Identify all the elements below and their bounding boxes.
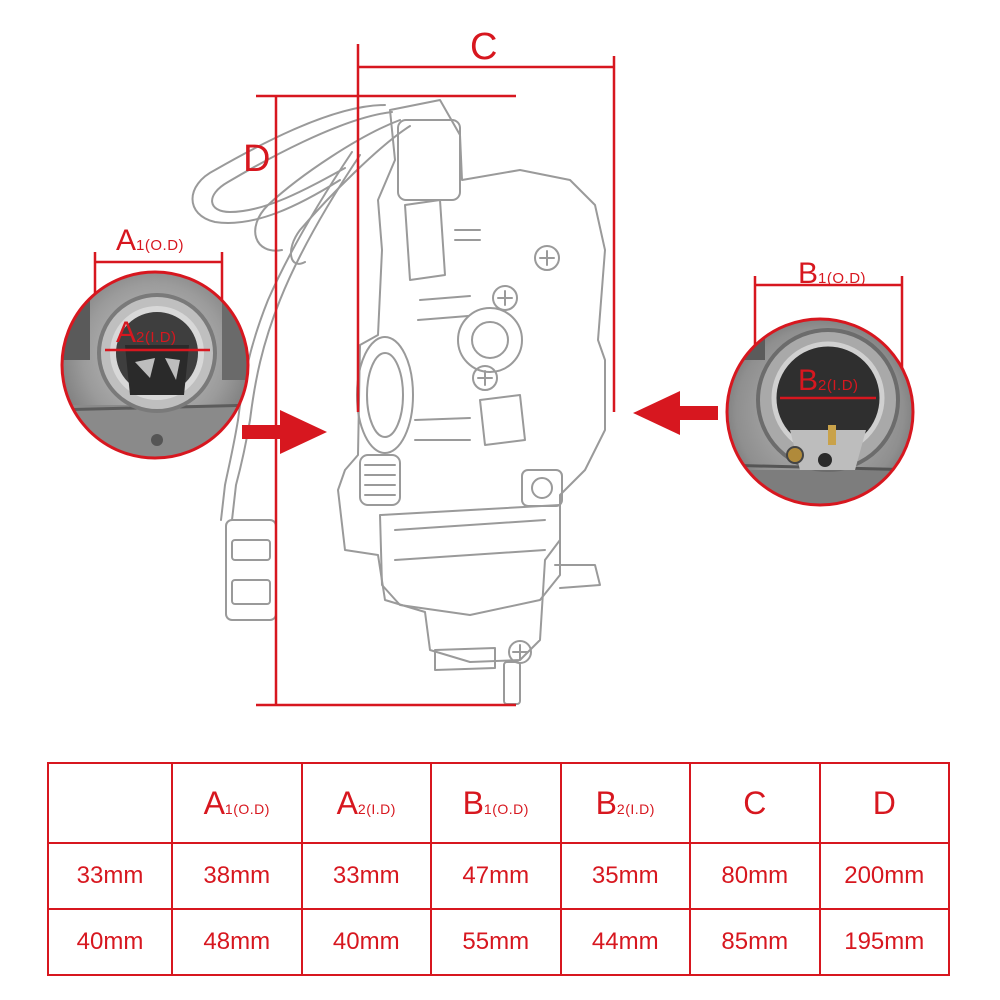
table-cell: 35mm — [559, 842, 691, 910]
carburetor-sketch — [191, 99, 606, 705]
table-cell: 200mm — [818, 842, 950, 910]
label-c: C — [470, 26, 498, 68]
label-a1: A1(O.D) — [116, 224, 185, 257]
label-d: D — [243, 138, 271, 180]
header-cell: A2(I.D) — [300, 762, 432, 844]
header-cell: D — [818, 762, 950, 844]
table-row: 40mm 48mm 40mm 55mm 44mm 85mm 195mm — [47, 908, 950, 976]
header-cell: C — [689, 762, 821, 844]
table-cell: 44mm — [559, 908, 691, 976]
dimension-table: A1(O.D) A2(I.D) B1(O.D) B2(I.D) C D 33mm… — [47, 762, 950, 976]
row-label: 33mm — [47, 842, 173, 910]
table-cell: 55mm — [430, 908, 562, 976]
table-cell: 80mm — [689, 842, 821, 910]
table-cell: 47mm — [430, 842, 562, 910]
header-cell: B2(I.D) — [559, 762, 691, 844]
header-cell: B1(O.D) — [430, 762, 562, 844]
table-header-row: A1(O.D) A2(I.D) B1(O.D) B2(I.D) C D — [47, 762, 950, 844]
table-row: 33mm 38mm 33mm 47mm 35mm 80mm 200mm — [47, 842, 950, 910]
table-cell: 38mm — [171, 842, 303, 910]
table-cell: 85mm — [689, 908, 821, 976]
arrow-left-icon — [633, 391, 718, 435]
dimension-lines — [93, 44, 904, 707]
table-cell: 40mm — [300, 908, 432, 976]
table-corner-cell — [47, 762, 173, 844]
label-a2: A2(I.D) — [116, 316, 177, 349]
arrow-right-icon — [242, 410, 327, 454]
table-cell: 195mm — [818, 908, 950, 976]
carburetor-diagram — [60, 44, 915, 707]
table-cell: 33mm — [300, 842, 432, 910]
header-cell: A1(O.D) — [171, 762, 303, 844]
label-b2: B2(I.D) — [798, 364, 859, 397]
inlet-closeup — [60, 270, 250, 460]
row-label: 40mm — [47, 908, 173, 976]
label-b1: B1(O.D) — [798, 257, 867, 290]
table-cell: 48mm — [171, 908, 303, 976]
outlet-closeup — [725, 317, 915, 507]
